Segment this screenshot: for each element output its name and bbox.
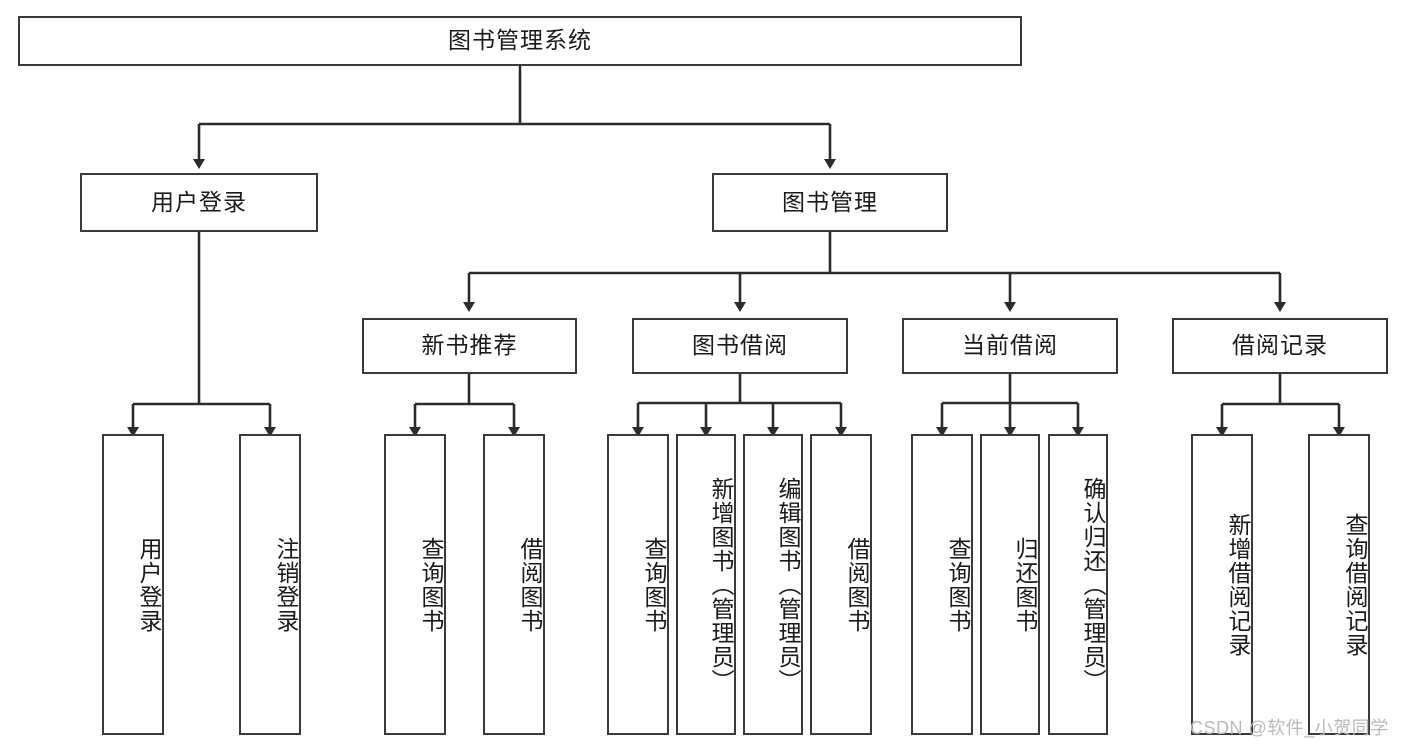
leaf-label: 注销登录 [273,536,299,633]
node-user-login[interactable]: 用户登录 [80,173,318,232]
leaf-query-book-recommend[interactable]: 查询图书 [384,434,446,735]
leaf-label: 查询图书 [418,536,444,633]
leaf-label: 编辑图书（管理员） [775,476,801,693]
node-new-book-recommend[interactable]: 新书推荐 [362,318,577,374]
leaf-confirm-return[interactable]: 确认归还（管理员） [1048,434,1108,735]
leaf-label: 查询图书 [641,536,667,633]
node-borrow-record[interactable]: 借阅记录 [1172,318,1388,374]
leaf-edit-book[interactable]: 编辑图书（管理员） [743,434,803,735]
node-book-management[interactable]: 图书管理 [712,173,948,232]
leaf-user-login[interactable]: 用户登录 [102,434,164,735]
leaf-label: 查询图书 [945,536,971,633]
leaf-query-borrow-record[interactable]: 查询借阅记录 [1308,434,1370,735]
leaf-label: 确认归还（管理员） [1080,476,1106,693]
leaf-add-borrow-record[interactable]: 新增借阅记录 [1191,434,1253,735]
leaf-label: 新增借阅记录 [1225,512,1251,657]
leaf-label: 借阅图书 [844,536,870,633]
leaf-logout-login[interactable]: 注销登录 [239,434,301,735]
leaf-label: 用户登录 [136,536,162,633]
leaf-return-book[interactable]: 归还图书 [980,434,1040,735]
leaf-label: 查询借阅记录 [1342,512,1368,657]
leaf-label: 归还图书 [1012,536,1038,633]
leaf-query-book-current[interactable]: 查询图书 [911,434,973,735]
leaf-label: 借阅图书 [517,536,543,633]
leaf-add-book[interactable]: 新增图书（管理员） [676,434,736,735]
leaf-borrow-book-borrow[interactable]: 借阅图书 [810,434,872,735]
leaf-query-book-borrow[interactable]: 查询图书 [607,434,669,735]
node-root-system[interactable]: 图书管理系统 [18,16,1022,66]
leaf-label: 新增图书（管理员） [708,476,734,693]
node-book-borrow[interactable]: 图书借阅 [632,318,848,374]
node-current-borrow[interactable]: 当前借阅 [902,318,1118,374]
leaf-borrow-book-recommend[interactable]: 借阅图书 [483,434,545,735]
csdn-watermark: CSDN @软件_小贺同学 [1190,718,1389,738]
